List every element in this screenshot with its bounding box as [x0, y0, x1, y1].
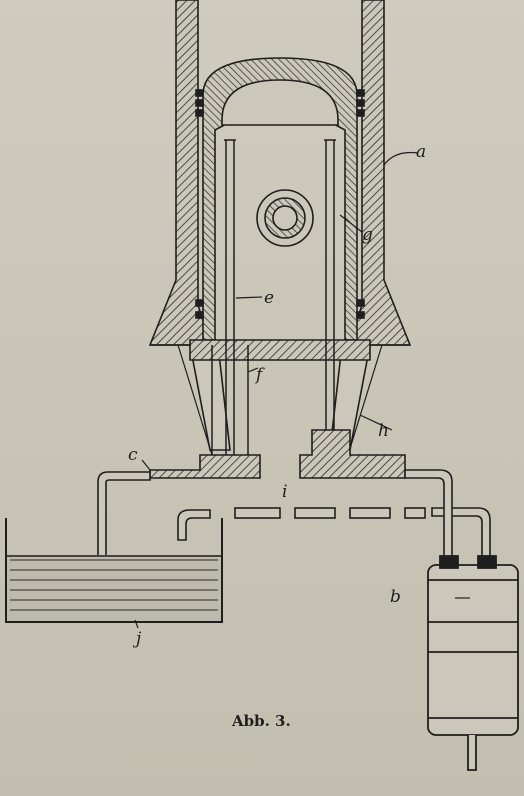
piston-cavity	[221, 79, 339, 126]
label-i: i	[282, 482, 287, 502]
label-c: c	[128, 445, 138, 465]
figure-caption: Abb. 3.	[231, 712, 291, 730]
label-a: a	[416, 142, 426, 162]
label-j: j	[132, 629, 142, 649]
piston	[189, 57, 371, 361]
return-pipe-i	[177, 469, 491, 563]
skirt-left	[189, 344, 231, 451]
leader-lines	[134, 151, 470, 629]
tube-e	[225, 140, 235, 470]
label-e: e	[264, 288, 274, 308]
gudgeon-pin	[256, 189, 314, 247]
cylinder-wall-left	[148, 0, 207, 346]
piston-base	[189, 339, 371, 361]
piston-rings	[195, 89, 365, 319]
label-f: f	[254, 365, 265, 385]
cylinder-wall-right	[353, 0, 412, 346]
label-g: g	[362, 225, 373, 245]
fitting-left	[149, 454, 261, 479]
label-b: b	[390, 587, 401, 607]
tube-g	[325, 140, 335, 440]
label-h: h	[378, 421, 389, 441]
cylinder	[148, 0, 412, 456]
reservoir-j	[5, 518, 223, 623]
fittings	[149, 429, 406, 479]
vessel-b	[427, 555, 519, 771]
